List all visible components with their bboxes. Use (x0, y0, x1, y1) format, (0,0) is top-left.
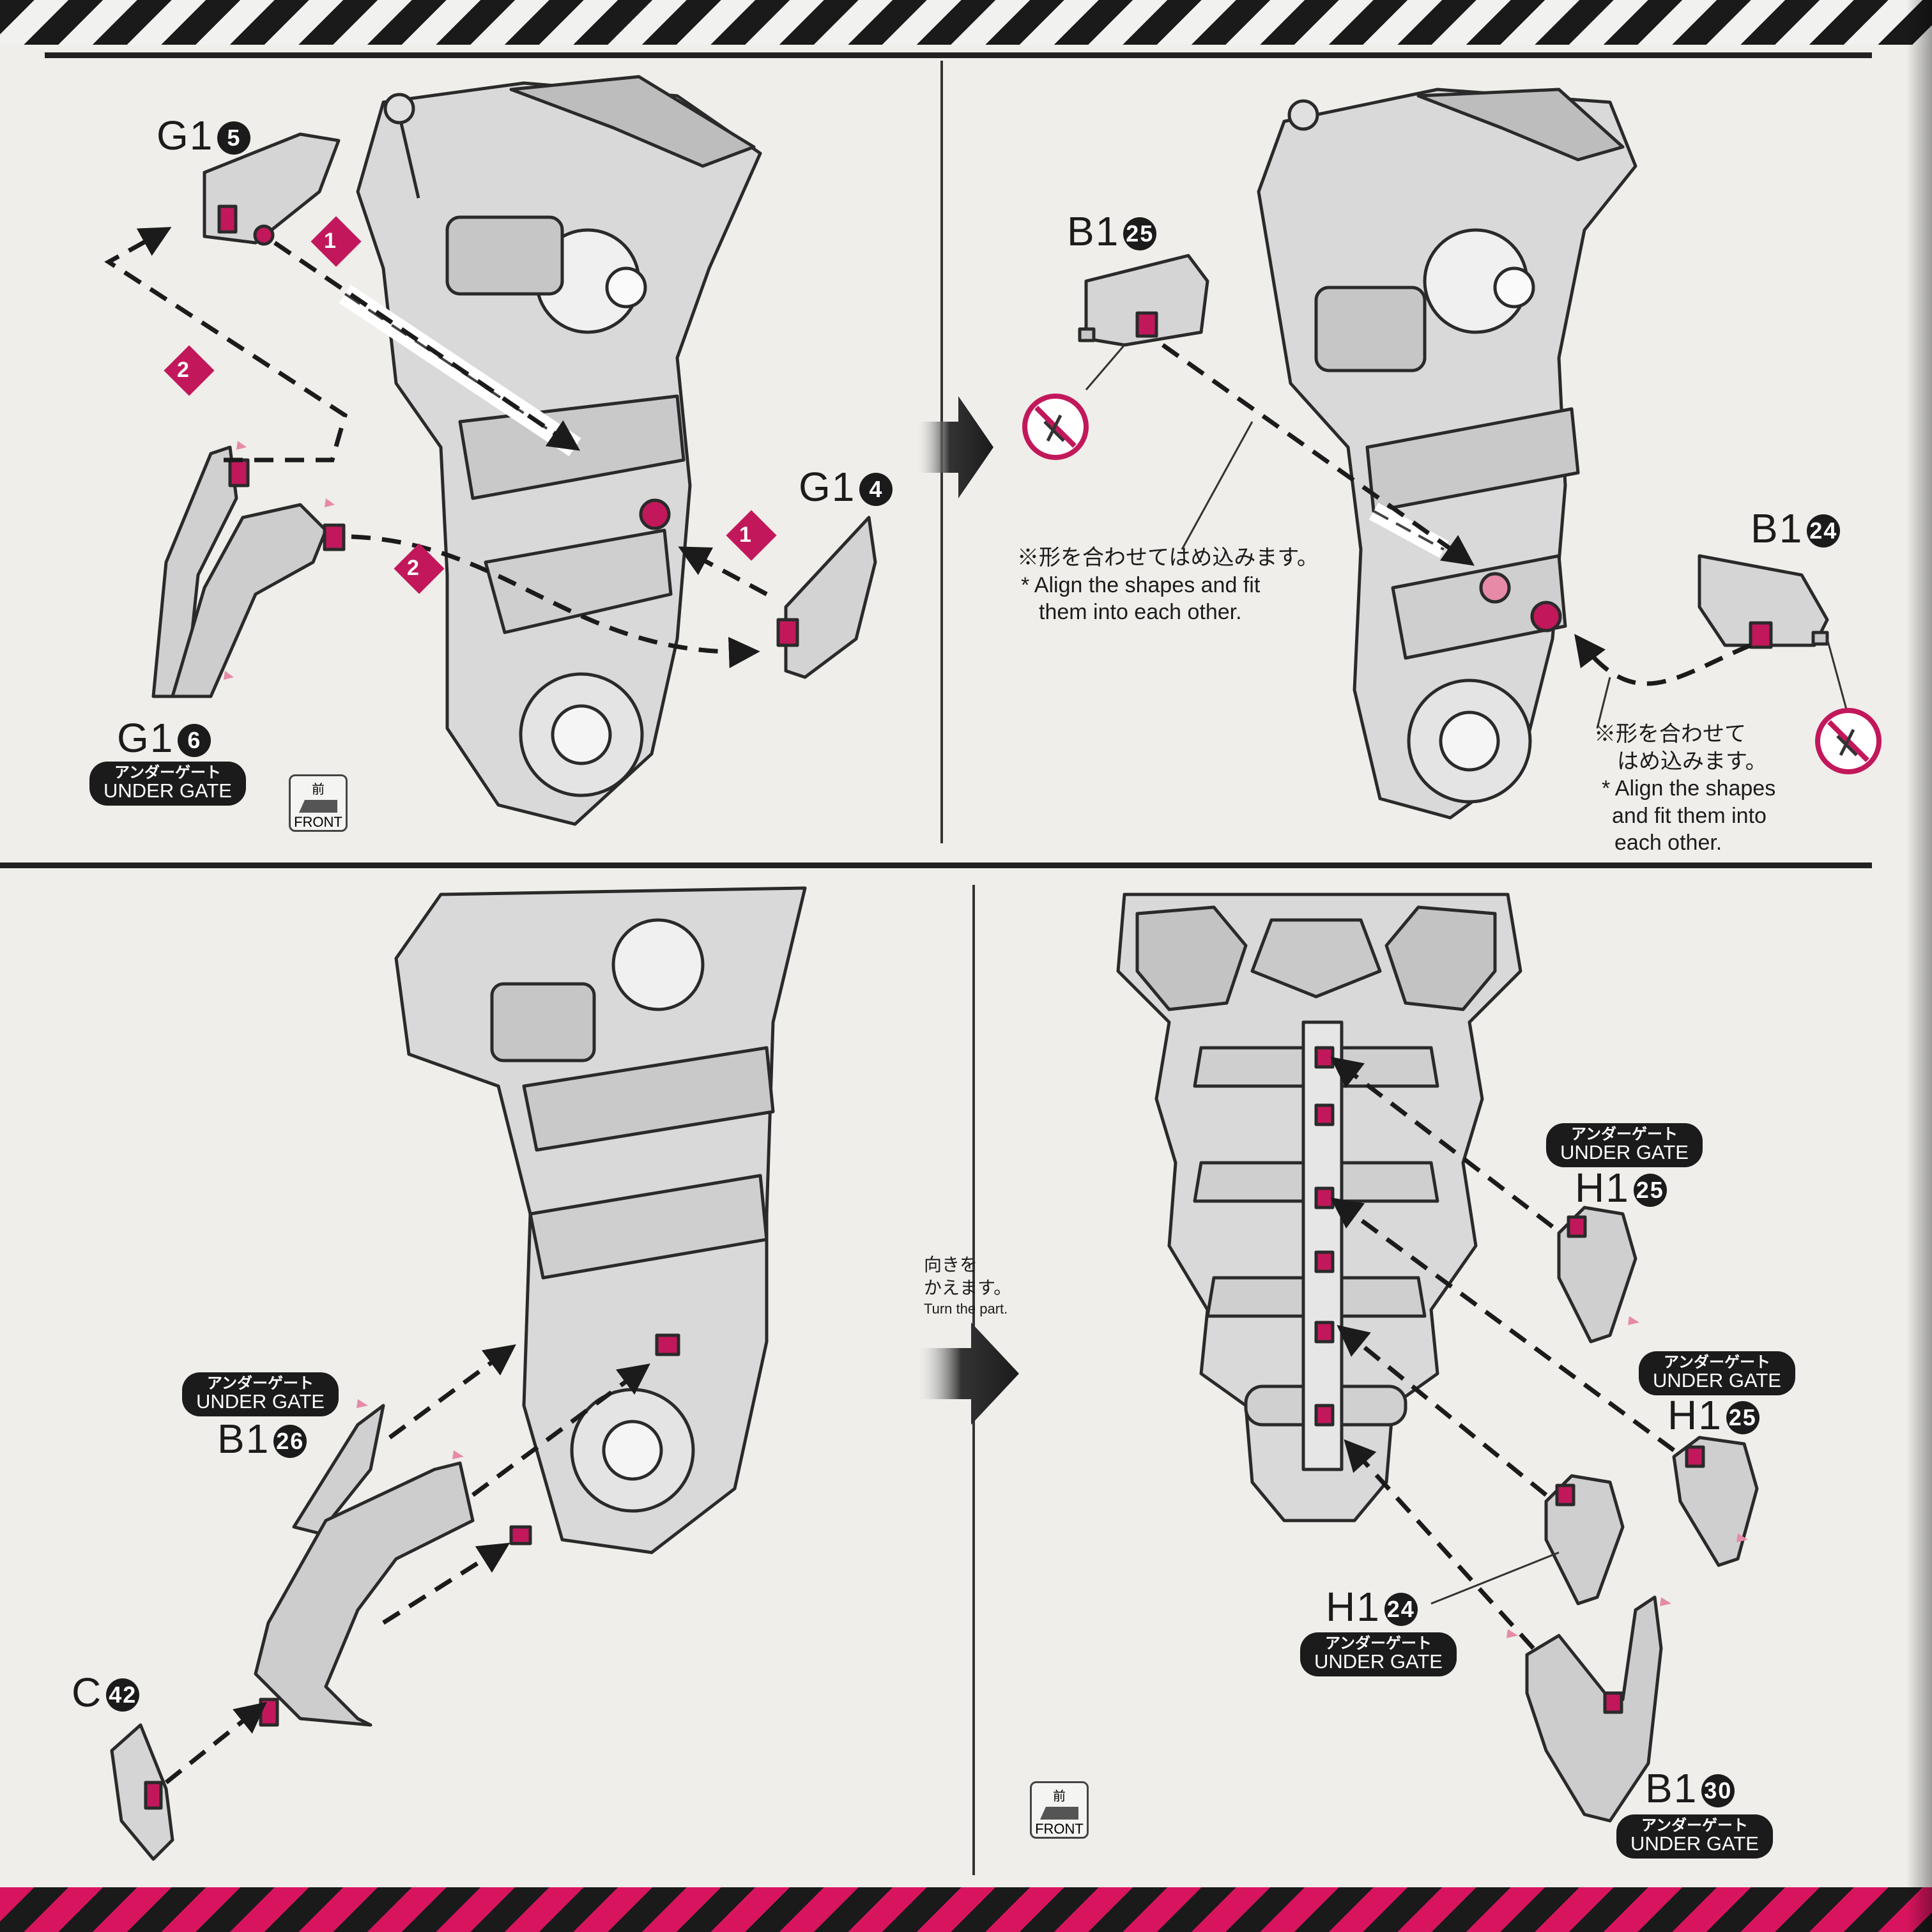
part-b125 (1080, 256, 1208, 345)
part-number-badge: 30 (1701, 1774, 1735, 1807)
part-g14 (778, 518, 875, 677)
under-gate-jp: アンダーゲート (103, 765, 232, 781)
part-h125-b (1674, 1438, 1757, 1565)
part-number-badge: 5 (217, 121, 250, 155)
turn-note-en: Turn the part. (924, 1300, 1011, 1319)
under-gate-en: UNDER GATE (1560, 1142, 1689, 1162)
part-h124 (1546, 1476, 1623, 1604)
under-gate-jp: アンダーゲート (1314, 1636, 1443, 1652)
front-en: FRONT (1032, 1821, 1087, 1837)
turn-note-jp: かえます。 (924, 1276, 1011, 1300)
under-gate-en: UNDER GATE (1653, 1370, 1781, 1390)
part-number-badge: 25 (1123, 217, 1156, 250)
under-gate-en: UNDER GATE (196, 1392, 325, 1411)
fit-note-en: and fit them into (1594, 802, 1775, 830)
front-jp: 前 (291, 779, 346, 797)
fit-note-right: ※形を合わせて はめ込みます。 * Align the shapes and f… (1594, 721, 1775, 857)
part-letter: H1 (1326, 1584, 1381, 1630)
under-gate-jp: アンダーゲート (1630, 1818, 1759, 1834)
front-indicator-icon: 前 FRONT (1030, 1781, 1089, 1839)
fit-note-jp: ※形を合わせてはめ込みます。 (1017, 544, 1319, 572)
part-number-badge: 42 (106, 1678, 139, 1712)
part-number-badge: 25 (1634, 1174, 1667, 1207)
no-cutting-icon-2 (1818, 639, 1879, 772)
part-number-badge: 26 (273, 1425, 307, 1458)
part-number-badge: 6 (178, 724, 211, 757)
fit-note-en: each other. (1594, 829, 1775, 857)
part-letter: B1 (1067, 208, 1119, 254)
turn-part-note: 向きを かえます。 Turn the part. (924, 1254, 1011, 1318)
part-letter: G1 (799, 464, 855, 510)
under-gate-en: UNDER GATE (1630, 1834, 1759, 1853)
step-number: 2 (407, 556, 419, 581)
no-cutting-icon (1025, 345, 1124, 457)
part-h125-a (1559, 1208, 1636, 1342)
turn-note-jp: 向きを (924, 1254, 1011, 1276)
front-jp: 前 (1032, 1786, 1087, 1804)
fit-note-left: ※形を合わせてはめ込みます。 * Align the shapes and fi… (1017, 544, 1319, 626)
part-number-badge: 24 (1807, 514, 1840, 548)
under-gate-jp: アンダーゲート (1653, 1355, 1781, 1370)
fit-note-en: them into each other. (1017, 599, 1319, 626)
fit-note-en: * Align the shapes and fit (1017, 572, 1319, 599)
part-number-badge: 24 (1384, 1593, 1418, 1626)
part-letter: G1 (157, 112, 213, 158)
part-letter: B1 (1751, 505, 1803, 551)
part-b124 (1699, 556, 1827, 647)
panel1-torso (358, 77, 760, 824)
part-letter: B1 (217, 1416, 270, 1462)
fit-note-jp: ※形を合わせて (1594, 721, 1775, 748)
under-gate-en: UNDER GATE (103, 781, 232, 801)
front-en: FRONT (291, 814, 346, 831)
step-number: 1 (739, 523, 751, 548)
step-number: 1 (324, 229, 336, 254)
part-letter: C (72, 1669, 102, 1715)
front-indicator-icon: 前 FRONT (289, 774, 348, 832)
part-letter: B1 (1645, 1765, 1698, 1811)
part-g16 (153, 447, 344, 696)
under-gate-jp: アンダーゲート (196, 1376, 325, 1392)
part-b130 (1527, 1597, 1661, 1821)
part-letter: H1 (1667, 1392, 1722, 1438)
part-letter: G1 (117, 715, 174, 761)
fit-note-en: * Align the shapes (1594, 775, 1775, 802)
fit-note-jp: はめ込みます。 (1594, 748, 1775, 776)
part-c42 (112, 1725, 172, 1859)
under-gate-en: UNDER GATE (1314, 1652, 1443, 1671)
part-number-badge: 4 (859, 473, 893, 506)
step-number: 2 (177, 358, 189, 383)
under-gate-jp: アンダーゲート (1560, 1127, 1689, 1142)
part-letter: H1 (1575, 1165, 1630, 1211)
part-number-badge: 25 (1726, 1401, 1759, 1434)
